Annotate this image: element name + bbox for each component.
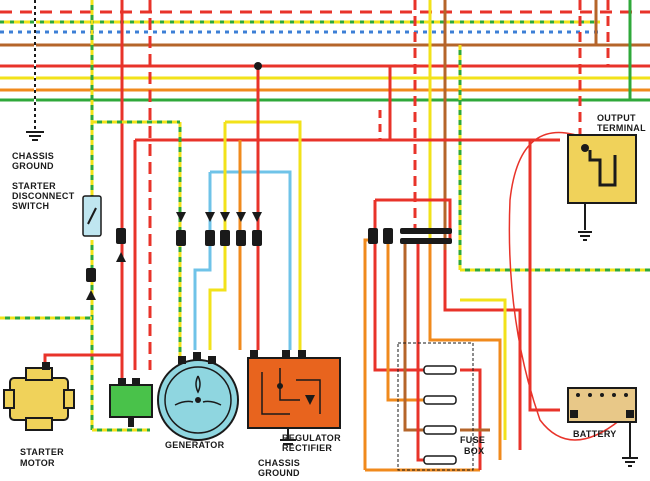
starter-switch-label: STARTER DISCONNECT SWITCH bbox=[12, 181, 77, 211]
starter-motor-label: STARTER MOTOR bbox=[20, 447, 67, 468]
fuse-box-label: FUSE BOX bbox=[460, 435, 488, 456]
top-harness bbox=[0, 10, 650, 102]
fuse-box bbox=[397, 342, 474, 471]
battery-label: BATTERY bbox=[573, 429, 617, 439]
starter-disconnect-switch bbox=[82, 195, 102, 237]
connectors bbox=[86, 228, 452, 282]
regulator-rectifier bbox=[247, 350, 341, 445]
regulator-label: REGULATOR RECTIFIER bbox=[282, 433, 344, 453]
output-terminal-label: OUTPUT TERMINAL bbox=[597, 113, 646, 133]
chassis-ground-label-top: CHASSIS GROUND bbox=[12, 151, 57, 171]
starter-relay bbox=[109, 378, 153, 427]
starter-motor bbox=[3, 362, 75, 431]
battery bbox=[567, 387, 638, 467]
middle-harness bbox=[92, 62, 392, 360]
chassis-ground-label-bottom: CHASSIS GROUND bbox=[258, 458, 303, 478]
generator-label: GENERATOR bbox=[165, 440, 225, 450]
arrow-markers bbox=[86, 212, 262, 300]
output-terminal bbox=[567, 134, 637, 241]
chassis-ground-icon-top bbox=[26, 131, 44, 141]
generator bbox=[157, 352, 239, 441]
